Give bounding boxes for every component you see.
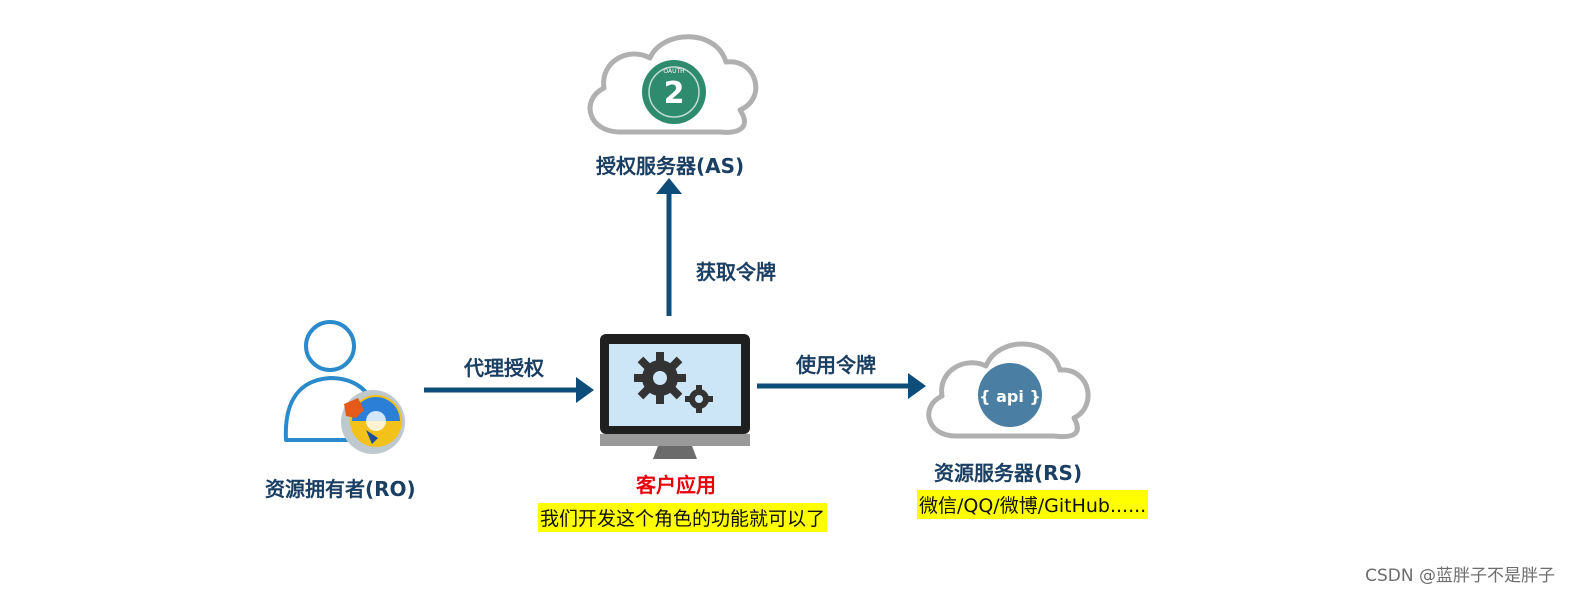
oauth-badge-icon: 2 OAUTH bbox=[642, 60, 706, 124]
resource-server-label: 资源服务器(RS) bbox=[934, 461, 1083, 485]
arrowhead-right-2 bbox=[908, 373, 926, 399]
svg-text:{ api }: { api } bbox=[979, 387, 1041, 406]
edge-label-get-token: 获取令牌 bbox=[696, 260, 776, 284]
resource-owner-label: 资源拥有者(RO) bbox=[265, 477, 416, 501]
resource-server-note-highlight: 微信/QQ/微博/GitHub...... bbox=[917, 490, 1149, 519]
arrowhead-right-1 bbox=[576, 377, 594, 403]
svg-text:OAUTH: OAUTH bbox=[663, 68, 684, 75]
watermark: CSDN @蓝胖子不是胖子 bbox=[1365, 566, 1555, 586]
api-badge-icon: { api } bbox=[978, 363, 1042, 427]
client-note-highlight: 我们开发这个角色的功能就可以了 bbox=[538, 503, 828, 532]
arrowhead-up bbox=[656, 178, 682, 194]
edge-label-use-token: 使用令牌 bbox=[796, 353, 876, 377]
svg-text:2: 2 bbox=[664, 76, 685, 111]
gear-icon bbox=[634, 352, 686, 404]
client-app-label: 客户应用 bbox=[636, 473, 716, 497]
auth-server-label: 授权服务器(AS) bbox=[596, 154, 745, 178]
small-gear-icon bbox=[685, 385, 713, 413]
browser-icon bbox=[341, 390, 405, 454]
edge-label-delegate-auth: 代理授权 bbox=[464, 356, 544, 380]
